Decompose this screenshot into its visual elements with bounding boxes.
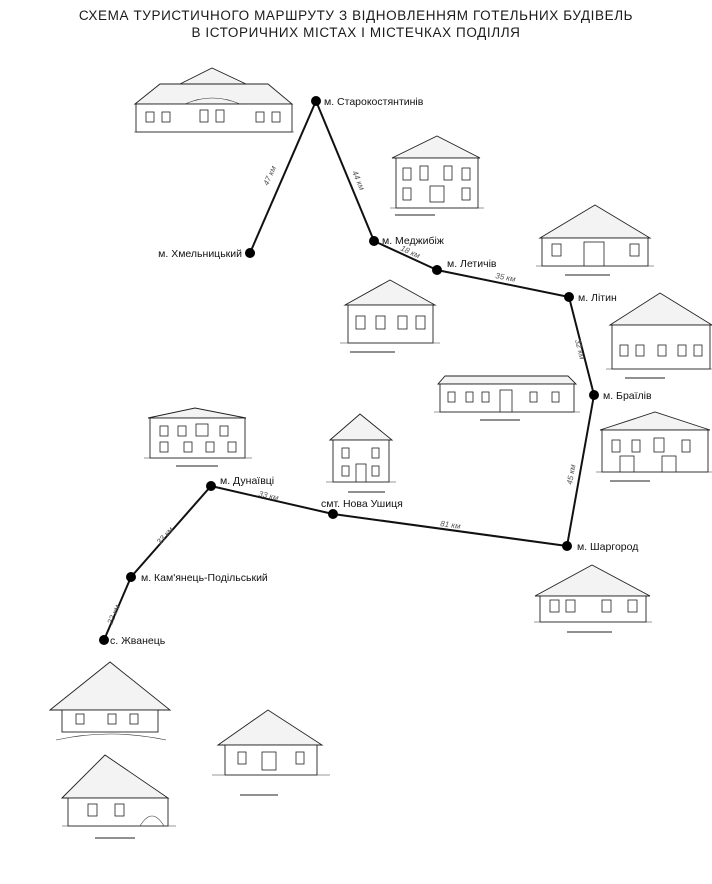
city-node [564, 292, 574, 302]
city-node [245, 248, 255, 258]
building-sketch-brailiv-long [434, 375, 580, 421]
city-nova-ushytsia[interactable]: смт. Нова Ушиця [321, 498, 403, 519]
building-sketch-lityn [606, 292, 712, 379]
distance-label-khmelnytskyi-starokostiantyniv: 47 км [262, 164, 279, 187]
city-node [562, 541, 572, 551]
city-khmelnytskyi[interactable]: м. Хмельницький [158, 248, 255, 260]
city-label: м. Меджибіж [382, 235, 444, 247]
building-sketch-nova-ushytsia [326, 413, 396, 493]
building-sketch-zhvanets-2 [212, 709, 330, 796]
building-sketch-dunaivtsi [144, 407, 252, 467]
route-lines [103, 100, 595, 641]
distance-label-letychiv-lityn: 35 км [495, 271, 517, 284]
route-segment-brailiv-shargorod [566, 394, 595, 547]
city-label: м. Кам'янець-Подільський [141, 572, 268, 584]
route-segment-dunaivtsi-kamianets [130, 485, 212, 578]
building-sketch-zhvanets-1 [48, 661, 172, 741]
city-label: м. Летичів [447, 258, 497, 270]
city-label: м. Дунаївці [220, 475, 274, 487]
route-segment-khmelnytskyi-starokostiantyniv [249, 100, 317, 254]
city-label: с. Жванець [110, 635, 166, 647]
city-lityn[interactable]: м. Літин [564, 292, 617, 304]
city-label: м. Хмельницький [158, 248, 242, 260]
route-segment-medzhybizh-letychiv [373, 240, 438, 271]
city-node [126, 572, 136, 582]
distance-label-lityn-brailiv: 32 км [573, 338, 587, 360]
building-sketch-medzhybizh [390, 135, 484, 216]
city-medzhybizh[interactable]: м. Меджибіж [369, 235, 444, 247]
building-sketch-shargorod [534, 564, 652, 633]
route-segment-starokostiantyniv-medzhybizh [315, 100, 375, 242]
route-segment-nova-ushytsia-dunaivtsi [210, 485, 334, 515]
route-segment-lityn-brailiv [568, 296, 595, 396]
city-node [99, 635, 109, 645]
city-label: м. Шаргород [577, 541, 638, 553]
city-label: смт. Нова Ушиця [321, 498, 403, 510]
city-node [311, 96, 321, 106]
city-node [206, 481, 216, 491]
city-node [589, 390, 599, 400]
route-segment-kamianets-zhvanets [103, 576, 132, 641]
city-node [432, 265, 442, 275]
distance-label-shargorod-nova-ushytsia: 81 км [440, 519, 462, 531]
distance-label-brailiv-shargorod: 45 км [565, 463, 577, 485]
city-letychiv[interactable]: м. Летичів [432, 258, 497, 275]
map-title-line-1: СХЕМА ТУРИСТИЧНОГО МАРШРУТУ З ВІДНОВЛЕНН… [78, 8, 634, 23]
route-segment-letychiv-lityn [436, 269, 570, 298]
building-sketch-letychiv [340, 279, 440, 353]
building-sketch-zhvanets-3 [60, 754, 176, 839]
city-label: м. Браїлів [603, 390, 652, 402]
city-shargorod[interactable]: м. Шаргород [562, 541, 638, 553]
distance-label-dunaivtsi-kamianets: 33 км [155, 525, 176, 547]
city-starokostiantyniv[interactable]: м. Старокостянтинів [311, 96, 424, 108]
city-dunaivtsi[interactable]: м. Дунаївці [206, 475, 274, 491]
city-label: м. Літин [578, 292, 617, 304]
building-sketch-lityn-top [536, 204, 654, 276]
building-sketch-brailiv [596, 411, 712, 482]
building-sketch-starokostiantyniv [133, 67, 294, 133]
route-segment-shargorod-nova-ushytsia [332, 513, 568, 547]
distance-label-kamianets-zhvanets: 22 км [105, 603, 122, 627]
city-node [369, 236, 379, 246]
city-node [328, 509, 338, 519]
distance-label-nova-ushytsia-dunaivtsi: 33 км [258, 489, 280, 502]
city-kamianets-podilskyi[interactable]: м. Кам'янець-Подільський [126, 572, 268, 584]
city-zhvanets[interactable]: с. Жванець [99, 635, 166, 647]
city-brailiv[interactable]: м. Браїлів [589, 390, 652, 402]
map-title-line-2: В ІСТОРИЧНИХ МІСТАХ І МІСТЕЧКАХ ПОДІЛЛЯ [191, 25, 521, 40]
city-label: м. Старокостянтинів [324, 96, 424, 108]
